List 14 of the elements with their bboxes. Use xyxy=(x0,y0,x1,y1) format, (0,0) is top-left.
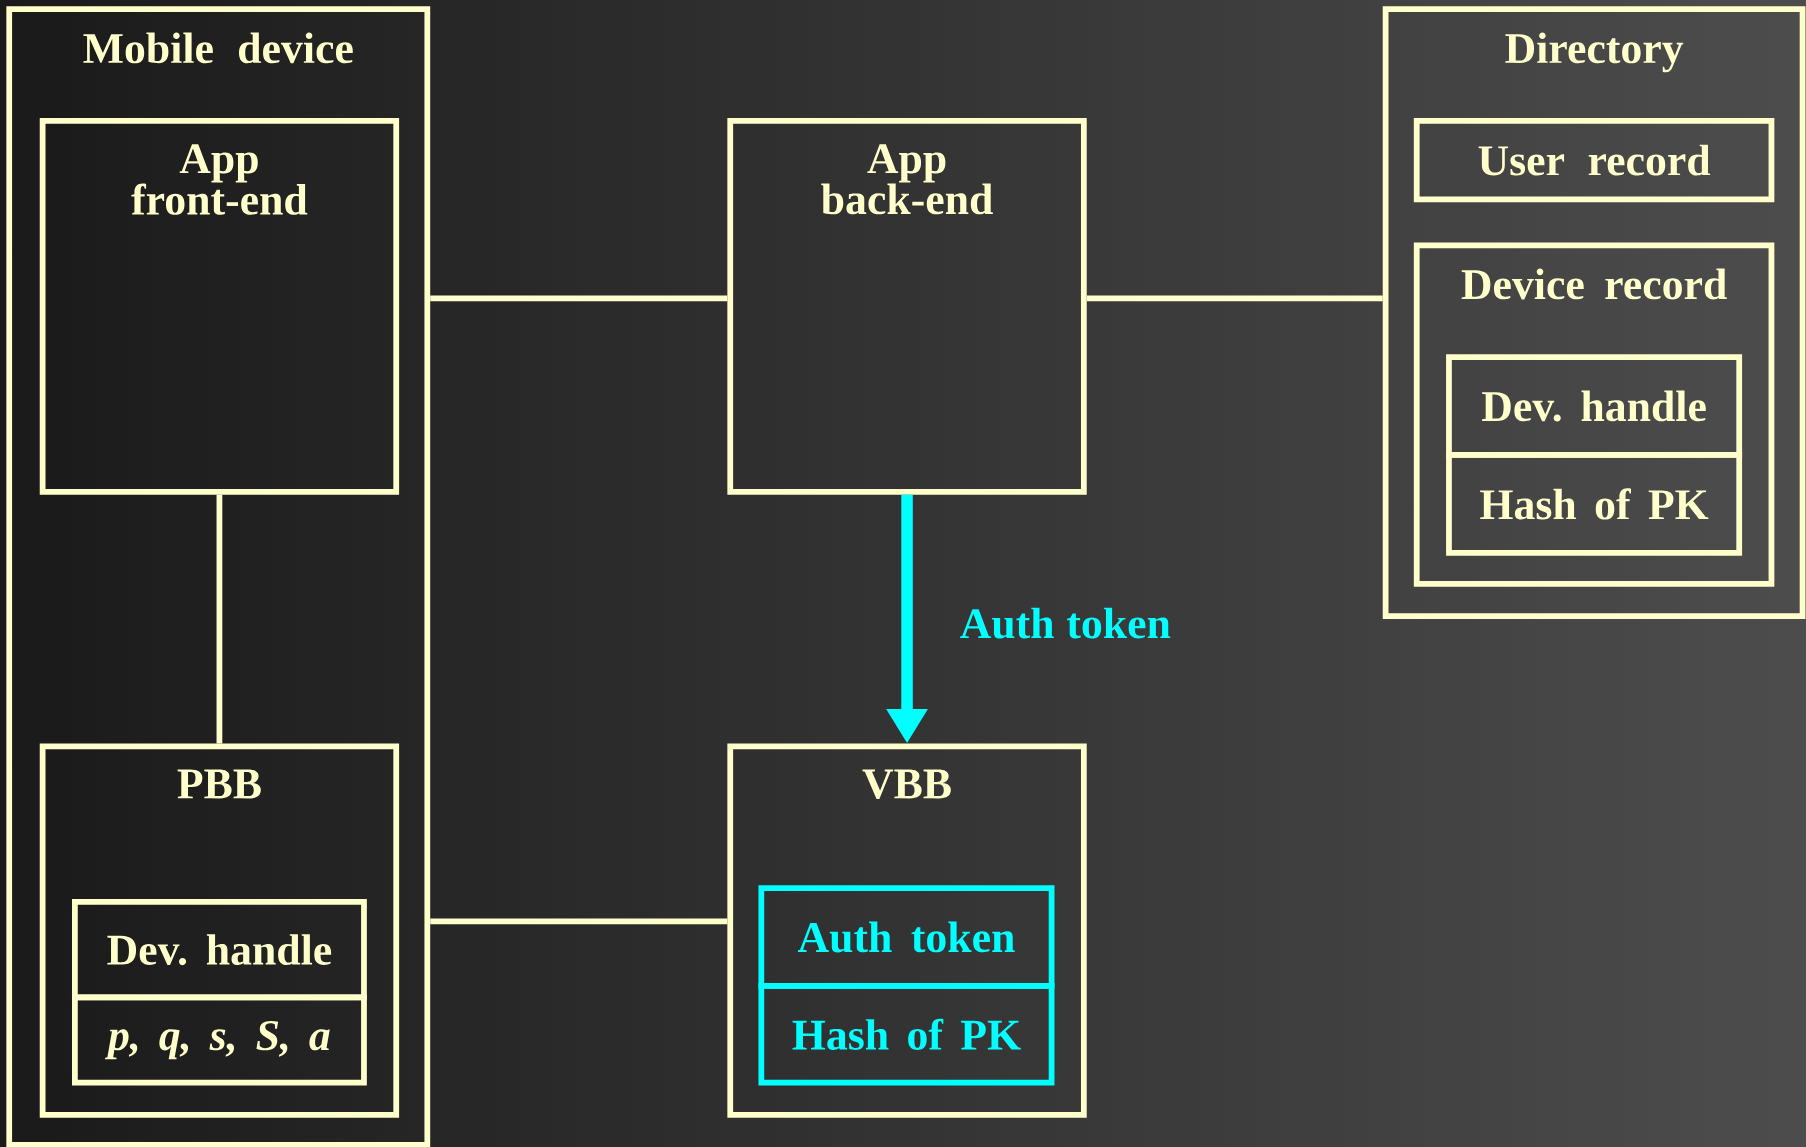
field-box: Hash of PK xyxy=(1446,452,1743,556)
component-box: App back-end xyxy=(727,118,1087,495)
connector-line xyxy=(430,918,728,925)
component-box: App front-end xyxy=(39,118,400,495)
connector-line xyxy=(216,494,223,744)
connector-line xyxy=(430,295,728,302)
record-box: User record xyxy=(1413,118,1775,203)
connector-line xyxy=(1086,295,1383,302)
edge-label: Auth token xyxy=(960,607,1171,639)
field-box: Hash of PK xyxy=(758,983,1055,1086)
field-box: p, q, s, S, a xyxy=(72,994,367,1086)
field-box: Dev. handle xyxy=(1446,354,1743,458)
field-box: Dev. handle xyxy=(72,898,367,1001)
field-box: Auth token xyxy=(758,885,1055,989)
